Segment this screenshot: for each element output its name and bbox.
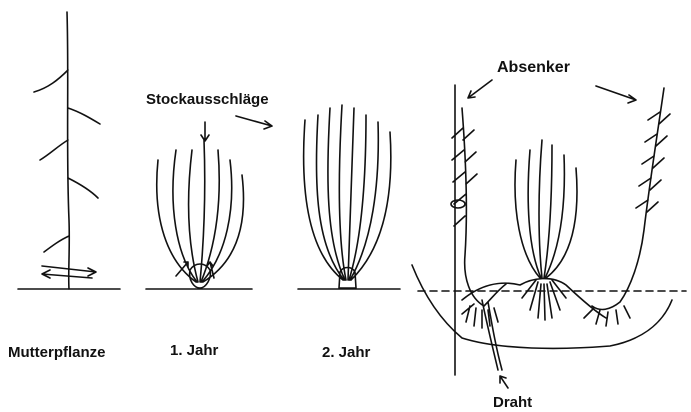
label-draht: Draht [493,395,532,410]
pointer-arrow [236,116,272,129]
shoot [539,140,542,278]
label-stockausschlaege: Stockausschläge [146,92,269,107]
layering-diagram [412,80,686,388]
layered-shoot-left [462,108,506,306]
roots-center [522,280,566,320]
mother-plant [18,12,120,289]
shoot [339,105,346,280]
label-jahr1: 1. Jahr [170,343,218,358]
layered-shoot-right [592,88,664,309]
mother-branch [68,178,98,198]
shoot [189,150,198,282]
mother-branch [34,70,68,92]
label-absenker: Absenker [497,60,570,76]
wire [482,300,502,370]
mother-stem [67,12,69,289]
mother-branch [40,140,68,160]
year2-plant [236,105,400,289]
shoot [544,145,552,278]
pointer-arrow [500,376,508,388]
label-jahr2: 2. Jahr [322,345,370,360]
pointer-arrow [596,86,636,103]
mother-branch [44,236,69,252]
label-mutterpflanze: Mutterpflanze [8,345,106,360]
pointer-arrow [201,122,209,141]
shoot [203,175,243,282]
pointer-arrow [468,80,492,98]
shoot [200,140,205,282]
shoot [351,132,391,280]
year1-plant [146,122,252,289]
shoot [515,160,540,278]
mother-branch [68,108,100,124]
shoot [348,108,354,280]
